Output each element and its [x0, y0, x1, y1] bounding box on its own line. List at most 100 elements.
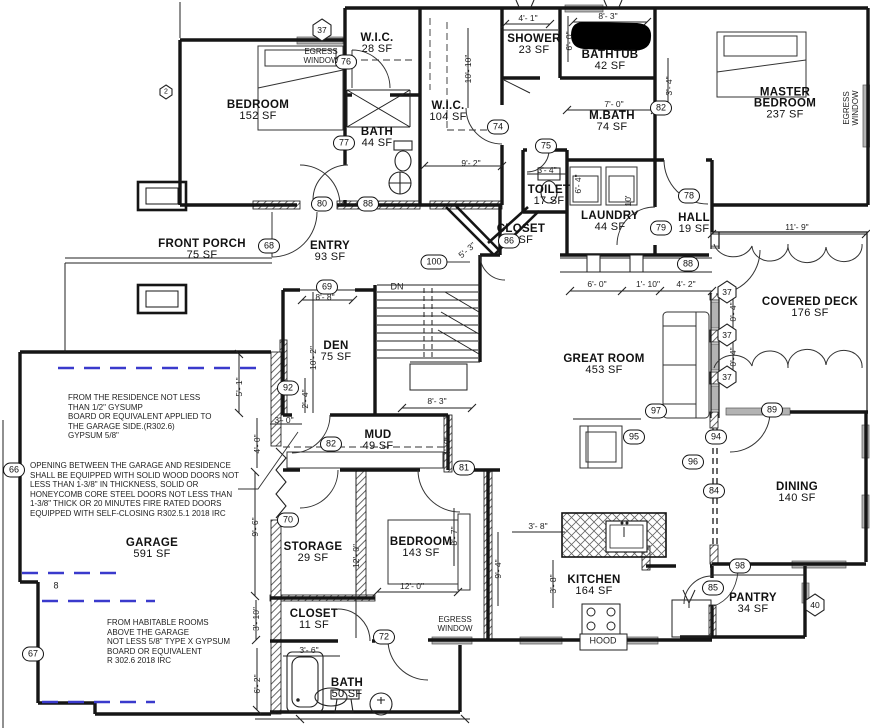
keynote-70: 70 — [276, 512, 300, 528]
hexnote-37c: 37 — [722, 330, 732, 340]
bath50-oval — [314, 687, 348, 707]
dim: 6'- 0" — [587, 279, 607, 289]
egress-window-label-2: EGRESS WINDOW — [842, 90, 860, 126]
dim: 3'- 4" — [664, 76, 674, 96]
porch-posts — [136, 180, 188, 315]
hexnote-37d: 37 — [722, 372, 732, 382]
hexnote-37a: 37 — [317, 25, 327, 35]
dim: 9'- 6" — [250, 517, 260, 537]
keynote-66: 66 — [2, 462, 26, 478]
room-label-wic28: W.I.C.28 SF — [360, 32, 394, 55]
note-garage-doors: OPENING BETWEEN THE GARAGE AND RESIDENCE… — [30, 461, 240, 518]
dim: 1'- 10" — [635, 279, 661, 289]
kitchen-island — [561, 512, 667, 558]
dashed-lines — [283, 18, 498, 448]
keynote-89: 89 — [760, 402, 784, 418]
deck-wall — [710, 231, 868, 418]
dim: 4'- 0" — [252, 434, 262, 454]
dim: 6'- 2" — [252, 674, 262, 694]
keynote-95: 95 — [622, 429, 646, 445]
dim: 2'- 4" — [300, 389, 310, 409]
dim: 4'- 1" — [518, 13, 538, 23]
range — [579, 603, 628, 651]
dim: 3'- 10" — [251, 606, 261, 632]
hexnote-37b: 37 — [722, 287, 732, 297]
keynote-100: 100 — [420, 254, 448, 270]
keynote-81: 81 — [452, 460, 476, 476]
keynote-97: 97 — [644, 403, 668, 419]
keynote-79: 79 — [649, 220, 673, 236]
butler-sink — [671, 589, 712, 638]
deck-cloud-bottom — [713, 348, 863, 369]
dim: 0'- 4" — [728, 347, 738, 367]
dim: 3'- 8" — [528, 521, 548, 531]
dim: 9'- 4" — [493, 559, 503, 579]
dim: 0'- 4" — [728, 302, 738, 322]
closet-diamond — [445, 205, 540, 256]
dim: 12'- 0" — [351, 543, 361, 569]
keynote-85: 85 — [701, 580, 725, 596]
stairs — [377, 288, 480, 391]
keynote-88b: 88 — [676, 256, 700, 272]
keynote-98: 98 — [728, 558, 752, 574]
bath-fixtures — [286, 140, 561, 716]
header-posts — [586, 254, 644, 273]
keynote-76: 76 — [334, 54, 358, 70]
dim: 5'- 1" — [234, 377, 244, 397]
dim: 10' — [623, 195, 633, 207]
dim: 6'- 4" — [573, 174, 583, 194]
dim: 3'- 8" — [548, 574, 558, 594]
keynote-94: 94 — [704, 429, 728, 445]
keynote-67: 67 — [21, 646, 45, 662]
dim: 4'- 2" — [676, 279, 696, 289]
dim: 6'- 0" — [564, 31, 574, 51]
hood-label: HOOD — [589, 635, 617, 646]
egress-window-label-1: EGRESS WINDOW — [303, 47, 339, 65]
keynote-86: 86 — [497, 233, 521, 249]
dim: 3'- 4" — [537, 165, 557, 175]
room-label-wic104: W.I.C.104 SF — [429, 100, 467, 123]
hex-keynotes — [159, 0, 825, 617]
keynote-78: 78 — [677, 188, 701, 204]
keynote-72: 72 — [372, 629, 396, 645]
dim: 8'- 3" — [598, 11, 618, 21]
dim: 8'- 8" — [315, 292, 335, 302]
keynote-75: 75 — [534, 138, 558, 154]
keynote-82a: 82 — [649, 100, 673, 116]
stairs-dn-label: DN — [390, 281, 404, 292]
keynote-77: 77 — [332, 135, 356, 151]
hexnote-2: 2 — [164, 88, 168, 96]
keynote-82b: 82 — [319, 436, 343, 452]
keynote-69: 69 — [315, 279, 339, 295]
insulation-zigzag — [275, 447, 287, 519]
keynote-96: 96 — [681, 454, 705, 470]
keynote-84: 84 — [702, 483, 726, 499]
furniture — [257, 31, 807, 591]
redaction-scribble — [570, 21, 652, 52]
keynote-92: 92 — [276, 380, 300, 396]
keynote-80: 80 — [310, 196, 334, 212]
dim: 4'- 0" — [442, 436, 452, 456]
note-gypsum-residence: FROM THE RESIDENCE NOT LESS THAN 1/2" GY… — [68, 393, 212, 441]
